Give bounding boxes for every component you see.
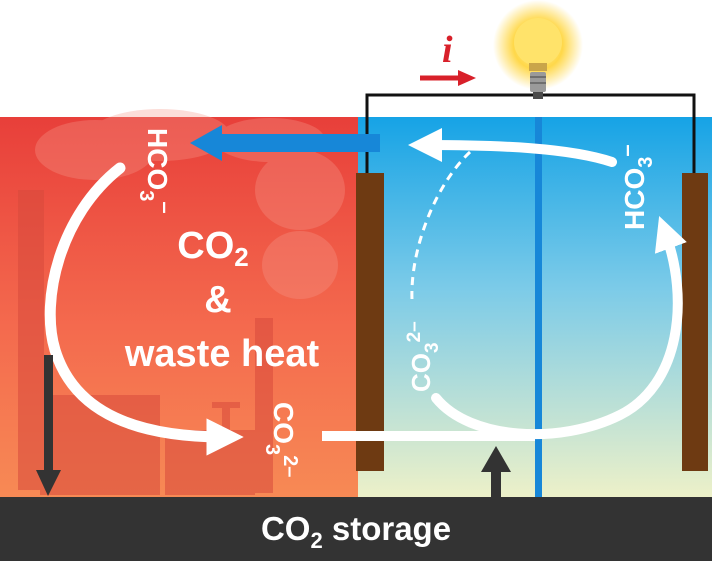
- bicarbonate-left-label: HCO3–: [135, 128, 178, 214]
- waste-heat-label: waste heat: [124, 333, 320, 375]
- storage-up-arrow: [481, 446, 511, 500]
- right-electrode: [682, 173, 708, 471]
- current-indicator: i: [420, 29, 476, 86]
- dashed-arc: [410, 150, 472, 301]
- co2-label: CO2: [177, 225, 248, 272]
- storage-bar: [0, 497, 712, 561]
- membrane: [535, 117, 542, 499]
- hot-side-loop-arrow: [44, 162, 244, 456]
- left-electrode: [356, 173, 384, 471]
- storage-down-arrow: [36, 355, 61, 496]
- top-return-arrow: [407, 128, 617, 167]
- bicarbonate-transfer-arrow: [190, 125, 380, 161]
- cold-side-loop-arrow: [431, 216, 687, 440]
- storage-label: CO2 storage: [261, 510, 451, 553]
- current-symbol: i: [442, 29, 453, 71]
- ampersand-label: &: [204, 279, 231, 321]
- bicarbonate-right-label: HCO3–: [614, 144, 657, 230]
- carbonate-left-label: CO32–: [261, 402, 301, 477]
- carbonate-right-label: CO32–: [404, 321, 443, 392]
- light-bulb-icon: [493, 0, 583, 99]
